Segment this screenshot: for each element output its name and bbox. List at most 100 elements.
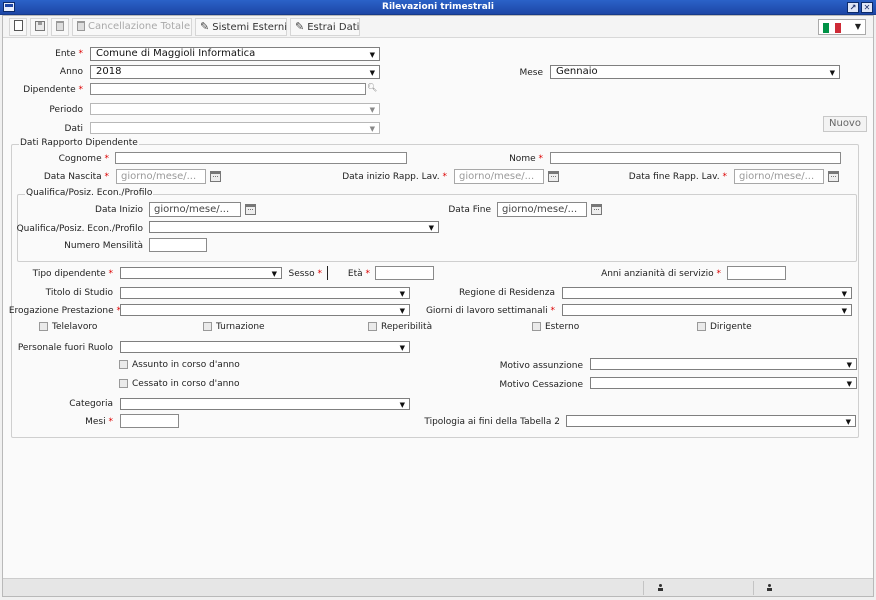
sistemi-esterni-button[interactable]: ✎Sistemi Esterni (195, 18, 287, 36)
tipo-dipendente-label: Tipo dipendente * (32, 269, 113, 279)
app-icon (3, 2, 15, 12)
chevron-down-icon: ▼ (369, 51, 375, 59)
esterno-label: Esterno (545, 322, 580, 332)
calendar-icon[interactable] (245, 204, 256, 215)
chevron-down-icon: ▼ (399, 344, 405, 352)
chevron-down-icon: ▼ (846, 361, 852, 369)
mese-select[interactable]: Gennaio▼ (550, 65, 840, 79)
turnazione-label: Turnazione (216, 322, 265, 332)
cancellazione-totale-button[interactable]: Cancellazione Totale (72, 18, 192, 36)
anni-anzianita-input[interactable] (727, 266, 786, 280)
dipendente-label: Dipendente * (23, 85, 83, 95)
cognome-input[interactable] (115, 152, 407, 164)
status-bar (3, 578, 873, 596)
mesi-input[interactable] (120, 414, 179, 428)
periodo-select[interactable]: ▼ (90, 103, 380, 115)
sesso-select[interactable] (327, 266, 328, 280)
restore-icon[interactable]: ↗ (847, 2, 859, 13)
status-divider (753, 581, 754, 595)
tipologia-select[interactable]: ▼ (566, 415, 856, 427)
anno-label: Anno (59, 67, 83, 77)
motivo-cessazione-select[interactable]: ▼ (590, 377, 857, 389)
eta-input[interactable] (375, 266, 434, 280)
dipendente-input[interactable] (90, 83, 366, 95)
chevron-down-icon: ▼ (829, 69, 835, 77)
delete-button[interactable] (51, 18, 69, 36)
dirigente-checkbox[interactable] (697, 322, 706, 331)
calendar-icon[interactable] (828, 171, 839, 182)
regione-residenza-select[interactable]: ▼ (562, 287, 852, 299)
search-icon[interactable]: 🔍︎ (367, 83, 378, 92)
calendar-icon[interactable] (210, 171, 221, 182)
reperibilita-label: Reperibilità (381, 322, 433, 332)
data-inizio-rapp-input[interactable]: giorno/mese/... (454, 169, 544, 184)
main-window: Cancellazione Totale ✎Sistemi Esterni ✎E… (2, 15, 874, 597)
ente-select[interactable]: Comune di Maggioli Informatica▼ (90, 47, 380, 61)
erogazione-select[interactable]: ▼ (120, 304, 410, 316)
motivo-cessazione-label: Motivo Cessazione (499, 380, 583, 390)
nome-input[interactable] (550, 152, 841, 164)
data-nascita-label: Data Nascita * (43, 172, 109, 182)
new-document-button[interactable] (9, 18, 27, 36)
chevron-down-icon: ▼ (399, 401, 405, 409)
anni-anzianita-label: Anni anzianità di servizio * (601, 269, 721, 279)
cessato-checkbox[interactable] (119, 379, 128, 388)
qualifica-profilo-select[interactable]: ▼ (149, 221, 439, 233)
titolo-studio-select[interactable]: ▼ (120, 287, 410, 299)
nome-label: Nome * (509, 154, 543, 164)
qualifica-data-inizio-input[interactable]: giorno/mese/... (149, 202, 241, 217)
nuovo-button[interactable]: Nuovo (823, 116, 867, 132)
disk-icon (35, 21, 45, 31)
motivo-assunzione-select[interactable]: ▼ (590, 358, 857, 370)
numero-mensilita-label: Numero Mensilità (64, 241, 143, 251)
chevron-down-icon: ▼ (271, 270, 277, 278)
window-titlebar: Rilevazioni trimestrali ↗ ✕ (0, 0, 876, 15)
tipo-dipendente-select[interactable]: ▼ (120, 267, 282, 279)
pencil-icon: ✎ (295, 20, 305, 33)
close-icon[interactable]: ✕ (861, 2, 873, 13)
dati-rapporto-fieldset (11, 144, 859, 438)
tipologia-label: Tipologia ai fini della Tabella 2 (424, 417, 560, 427)
data-nascita-input[interactable]: giorno/mese/... (116, 169, 206, 184)
chevron-down-icon: ▼ (846, 380, 852, 388)
status-divider (643, 581, 644, 595)
anno-select[interactable]: 2018▼ (90, 65, 380, 79)
cognome-label: Cognome * (58, 154, 109, 164)
numero-mensilita-input[interactable] (149, 238, 207, 252)
data-fine-rapp-input[interactable]: giorno/mese/... (734, 169, 824, 184)
categoria-select[interactable]: ▼ (120, 398, 410, 410)
giorni-lavoro-label: Giorni di lavoro settimanali * (425, 306, 555, 316)
qualifica-data-inizio-label: Data Inizio (95, 205, 143, 215)
toolbar: Cancellazione Totale ✎Sistemi Esterni ✎E… (3, 16, 873, 38)
eta-label: Età * (347, 269, 370, 279)
language-selector[interactable]: ▼ (818, 19, 866, 35)
user-icon (658, 584, 663, 591)
cessato-label: Cessato in corso d'anno (132, 379, 240, 389)
esterno-checkbox[interactable] (532, 322, 541, 331)
personale-fuori-ruolo-label: Personale fuori Ruolo (17, 343, 113, 353)
estrai-dati-label: Estrai Dati (307, 22, 360, 33)
assunto-checkbox[interactable] (119, 360, 128, 369)
dati-select[interactable]: ▼ (90, 122, 380, 134)
italian-flag-icon (823, 23, 841, 33)
qualifica-data-fine-input[interactable]: giorno/mese/... (497, 202, 587, 217)
trash-icon (77, 21, 85, 31)
giorni-lavoro-select[interactable]: ▼ (562, 304, 852, 316)
titolo-studio-label: Titolo di Studio (45, 288, 113, 298)
reperibilita-checkbox[interactable] (368, 322, 377, 331)
qualifica-legend: Qualifica/Posiz. Econ./Profilo (25, 188, 154, 198)
chevron-down-icon: ▼ (369, 69, 375, 77)
estrai-dati-button[interactable]: ✎Estrai Dati (290, 18, 360, 36)
qualifica-profilo-label: Qualifica/Posiz. Econ./Profilo (16, 224, 143, 234)
save-button[interactable] (30, 18, 48, 36)
dati-rapporto-legend: Dati Rapporto Dipendente (19, 138, 139, 148)
personale-fuori-ruolo-select[interactable]: ▼ (120, 341, 410, 353)
turnazione-checkbox[interactable] (203, 322, 212, 331)
calendar-icon[interactable] (548, 171, 559, 182)
calendar-icon[interactable] (591, 204, 602, 215)
chevron-down-icon: ▼ (428, 224, 434, 232)
data-inizio-rapp-label: Data inizio Rapp. Lav. * (342, 172, 447, 182)
chevron-down-icon: ▼ (369, 125, 375, 133)
ente-label: Ente * (55, 49, 83, 59)
telelavoro-checkbox[interactable] (39, 322, 48, 331)
